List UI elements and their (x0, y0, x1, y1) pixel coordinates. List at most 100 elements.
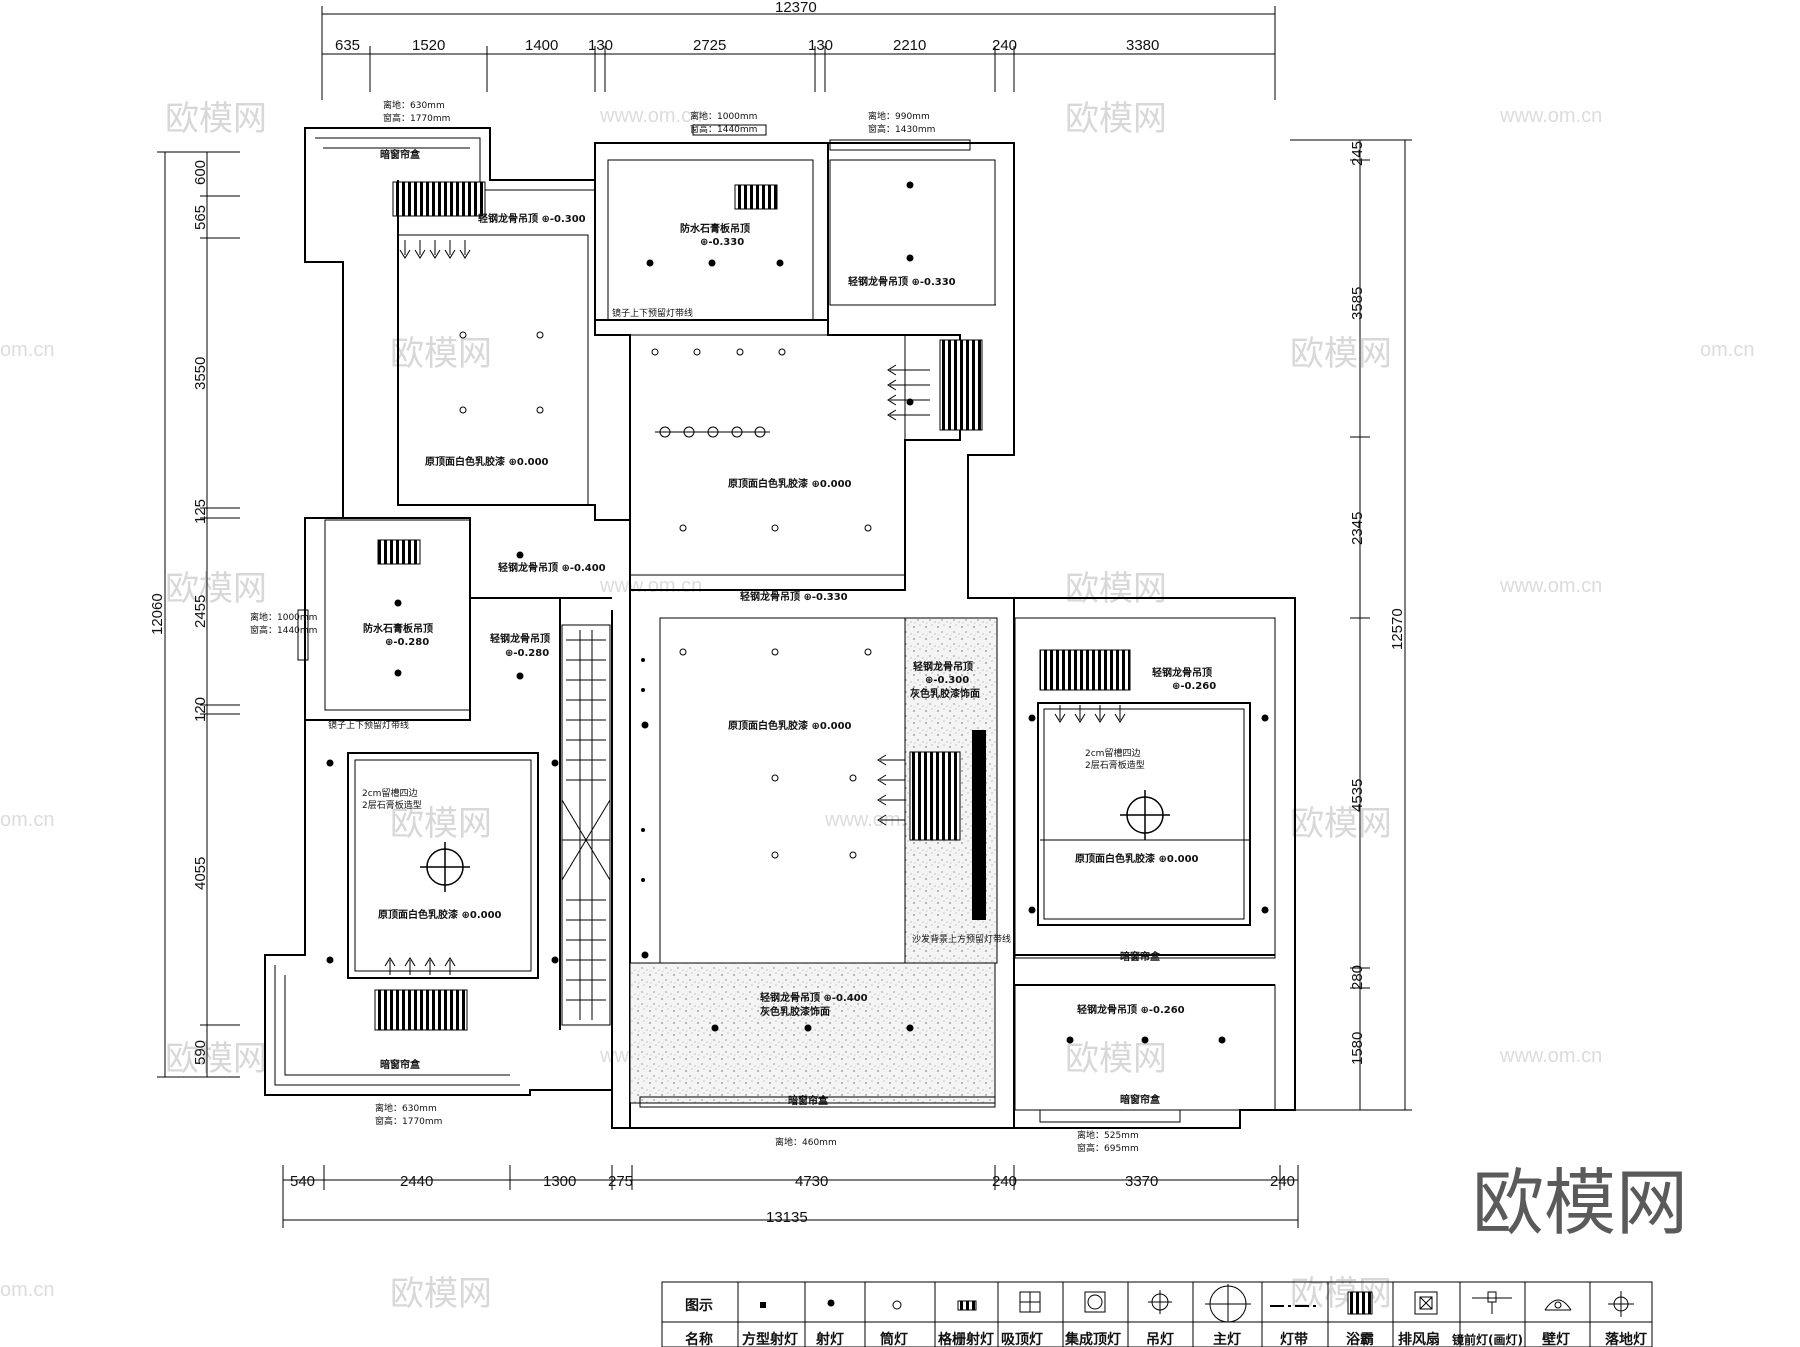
window-note: 离地：630mm (383, 99, 445, 111)
dim-right-seg: 2345 (1349, 512, 1366, 545)
dim-bottom-seg: 240 (992, 1173, 1017, 1190)
dim-bottom-seg: 240 (1270, 1173, 1295, 1190)
ceiling-label: 原顶面白色乳胶漆 ⊕0.000 (1075, 852, 1199, 865)
watermark-url: www.om.cn (1499, 1045, 1602, 1067)
legend-item: 集成顶灯 (1064, 1331, 1121, 1347)
ceiling-label: 原顶面白色乳胶漆 ⊕0.000 (728, 719, 852, 732)
dim-top-total: 12370 (775, 0, 817, 16)
downlight (771, 524, 779, 532)
spotlight (641, 878, 645, 882)
window-note: 离地：460mm (775, 1136, 837, 1148)
ceiling-label: 轻钢龙骨吊顶 ⊕-0.260 (1077, 1003, 1185, 1016)
ceiling-zones (297, 124, 1276, 1123)
square-spotlight-icon (760, 1302, 766, 1308)
ceiling-label: 防水石膏板吊顶 (680, 222, 750, 235)
curtain-box-label: 暗窗帘盒 (380, 1058, 421, 1071)
corridor-strip (561, 624, 611, 1026)
floor-lamp-icon (1608, 1291, 1634, 1317)
downlight (771, 648, 779, 656)
watermark: 欧模网 (390, 804, 492, 844)
dim-bottom-seg: 540 (290, 1173, 315, 1190)
dim-top-seg: 2210 (893, 37, 926, 54)
watermark: 欧模网 (165, 569, 267, 609)
spotlight (394, 599, 402, 607)
dim-top-seg: 2725 (693, 37, 726, 54)
detail-note: 2cm留槽四边 (362, 787, 417, 799)
downlights (459, 331, 872, 859)
airflow-arrows (384, 240, 1126, 975)
dim-left-seg: 600 (192, 160, 209, 185)
strip-note: 沙发背景上方预留灯带线 (912, 933, 1011, 945)
dim-left-seg: 3550 (192, 357, 209, 390)
ac-units (374, 181, 1131, 1031)
downlight (679, 648, 687, 656)
ac-unit (939, 339, 983, 431)
ceiling-label: 灰色乳胶漆饰面 (910, 687, 980, 700)
spotlight (551, 956, 559, 964)
watermark: 欧模网 (1065, 99, 1167, 139)
main-lamps (420, 790, 1170, 892)
dim-top-seg: 130 (808, 37, 833, 54)
dim-bottom-seg: 275 (608, 1173, 633, 1190)
spotlight (1066, 1036, 1074, 1044)
dim-left-seg: 125 (192, 499, 209, 524)
light-strip-bar (972, 730, 986, 920)
curtain-box-label: 暗窗帘盒 (1120, 950, 1161, 963)
ceiling-label: 轻钢龙骨吊顶 ⊕-0.400 (498, 561, 606, 574)
watermark: 欧模网 (1290, 1274, 1392, 1314)
bath-heater-icon (1347, 1291, 1373, 1315)
watermark: 欧模网 (390, 1274, 492, 1314)
watermark-url: om.cn (1700, 339, 1754, 361)
downlight (771, 851, 779, 859)
watermarks: 欧模网 www.om.cn 欧模网 www.om.cn om.cn 欧模网 欧模… (0, 99, 1754, 1314)
spotlight (708, 259, 716, 267)
ac-unit (909, 751, 961, 841)
downlight (536, 406, 544, 414)
ceiling-zone-bedroom-2 (1037, 702, 1251, 926)
downlight (651, 348, 659, 356)
watermark-url: om.cn (0, 339, 54, 361)
ceiling-zone-bathroom-1 (607, 159, 814, 321)
dim-left-total: 12060 (149, 593, 166, 635)
dim-top-seg: 1400 (525, 37, 558, 54)
spotlight (326, 956, 334, 964)
dim-bottom-seg: 2440 (400, 1173, 433, 1190)
ac-unit (392, 181, 486, 217)
spotlight (1028, 714, 1036, 722)
strip-note: 镜子上下预留灯带线 (328, 719, 409, 731)
dim-bottom-seg: 4730 (795, 1173, 828, 1190)
legend-item: 主灯 (1213, 1331, 1241, 1347)
dim-top-seg: 3380 (1126, 37, 1159, 54)
dim-bottom-seg: 3370 (1125, 1173, 1158, 1190)
bath-heater (734, 184, 778, 210)
ceiling-level: ⊕-0.330 (700, 237, 744, 248)
watermark: 欧模网 (390, 334, 492, 374)
watermark: 欧模网 (1290, 804, 1392, 844)
legend-item: 射灯 (815, 1331, 844, 1347)
ceiling-level: ⊕-0.280 (385, 637, 429, 648)
legend-row-title: 图示 (685, 1298, 713, 1314)
watermark-url: www.om.cn (1499, 105, 1602, 127)
spotlight (906, 254, 914, 262)
spotlight (906, 181, 914, 189)
downlight (693, 348, 701, 356)
dim-top-seg: 240 (992, 37, 1017, 54)
curtain-box-label: 暗窗帘盒 (380, 148, 421, 161)
spotlights (326, 181, 1269, 1044)
spotlight (551, 759, 559, 767)
downlight (459, 331, 467, 339)
watermark-url: om.cn (0, 1279, 54, 1301)
dim-right-seg: 4535 (1349, 779, 1366, 812)
room-labels: 离地：630mm 窗高：1770mm 离地：1000mm 窗高：1440mm 离… (250, 99, 1216, 1154)
dim-left-seg: 565 (192, 205, 209, 230)
curtain-box-label: 暗窗帘盒 (788, 1094, 829, 1107)
window-note: 窗高：1770mm (383, 112, 450, 124)
legend-item: 落地灯 (1605, 1331, 1647, 1347)
legend-table: 图示 名称 方 (661, 1281, 1653, 1347)
spotlight (1141, 1036, 1149, 1044)
ceiling-label: 轻钢龙骨吊顶 (1152, 666, 1212, 679)
downlight-icon (892, 1300, 902, 1310)
exhaust-fan-icon (1414, 1291, 1438, 1315)
spotlight (1261, 906, 1269, 914)
dim-right-total: 12570 (1389, 608, 1406, 650)
